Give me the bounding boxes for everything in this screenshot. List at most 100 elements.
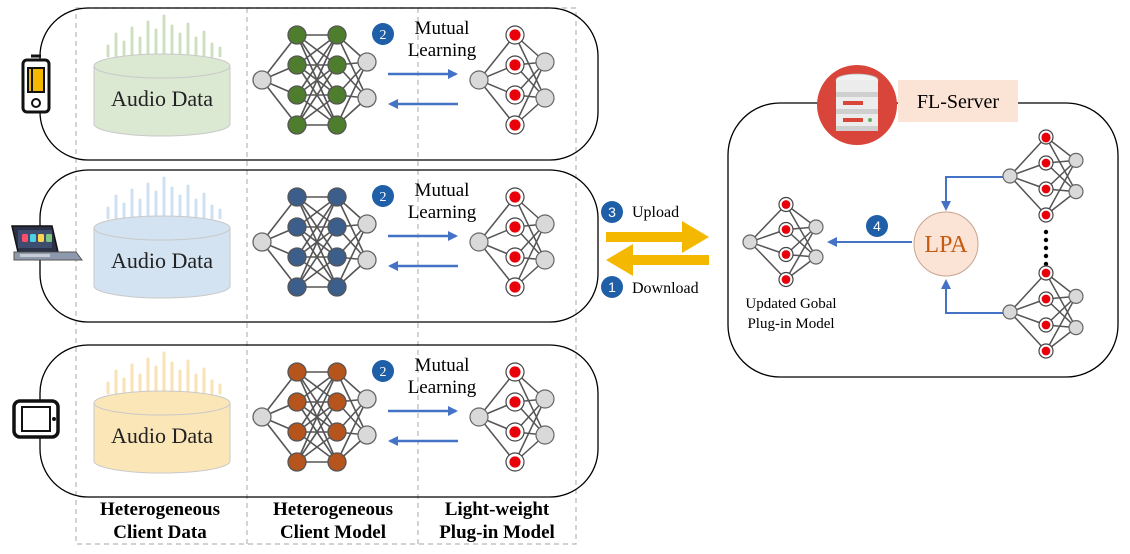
mutual-step-number: 2 — [380, 365, 387, 380]
hidden-node — [781, 250, 791, 259]
upload-step-circle — [601, 201, 623, 223]
hidden-node — [509, 396, 521, 408]
tablet-icon — [12, 399, 60, 439]
mutual-label-line1: Mutual — [415, 355, 470, 376]
hidden-node — [287, 187, 307, 207]
input-node — [252, 232, 272, 252]
client-model-header-line1: Heterogeneous — [273, 499, 393, 520]
hidden-node — [781, 200, 791, 209]
network-edge — [514, 34, 546, 99]
input-node — [469, 407, 489, 427]
plugin-model-network — [469, 187, 555, 297]
network-edge — [336, 196, 368, 261]
download-label: Download — [632, 280, 699, 297]
hidden-node — [1041, 268, 1051, 278]
server-models — [742, 129, 1084, 359]
cylinder-body — [93, 402, 231, 474]
audio-data-cylinder — [93, 53, 231, 137]
network-edge — [336, 34, 368, 99]
fl-server-panel: FL-Server LPA 4 — [727, 65, 1119, 378]
laptop-app-tile — [38, 234, 44, 242]
hidden-node — [1041, 158, 1051, 168]
hidden-node — [327, 362, 347, 382]
output-node — [808, 219, 824, 235]
hidden-node — [1041, 320, 1051, 330]
network-edge — [749, 241, 787, 281]
smartphone-icon — [21, 54, 51, 114]
hidden-node — [327, 115, 347, 135]
network-edge — [1045, 160, 1077, 216]
hidden-node — [781, 225, 791, 234]
download-arrow — [606, 244, 709, 276]
plugin-model-network — [742, 196, 824, 288]
output-node — [535, 88, 555, 108]
hidden-node — [287, 277, 307, 297]
network-edge — [1045, 136, 1077, 192]
hidden-node — [287, 217, 307, 237]
output-node — [1068, 184, 1084, 200]
network-edge — [1009, 272, 1047, 313]
plugin-model-network — [1002, 265, 1084, 359]
network-edge — [514, 371, 546, 436]
phone-screen — [27, 67, 45, 93]
mutual-step-circle — [372, 185, 394, 207]
lpa-label: LPA — [924, 232, 968, 258]
mutual-step-circle — [372, 360, 394, 382]
plugin-model-edges — [478, 34, 546, 126]
tablet-screen — [21, 406, 51, 432]
network-edge — [296, 371, 338, 463]
hidden-node — [509, 366, 521, 378]
audio-data-label: Audio Data — [111, 423, 213, 448]
input-node — [469, 232, 489, 252]
cylinder-top — [93, 53, 231, 79]
client-model-edges — [261, 196, 368, 288]
client-data-header-line2: Client Data — [113, 522, 207, 543]
network-edge — [514, 398, 546, 463]
hidden-node — [327, 217, 347, 237]
lower-to-lpa-connector — [941, 279, 1017, 314]
cylinder-body — [93, 227, 231, 299]
network-edge — [296, 226, 338, 288]
extra-node — [1041, 133, 1051, 143]
column-headers: Heterogeneous Client Data Heterogeneous … — [100, 499, 555, 543]
hidden-node — [509, 456, 521, 468]
hidden-node — [509, 281, 521, 293]
network-edge — [1009, 136, 1047, 177]
mutual-step-number: 2 — [380, 28, 387, 43]
hidden-node — [327, 277, 347, 297]
network-edge — [514, 223, 546, 288]
hidden-node — [287, 25, 307, 45]
hidden-node — [509, 426, 521, 438]
network-edge — [478, 196, 516, 243]
hidden-node — [509, 89, 521, 101]
hidden-node — [509, 59, 521, 71]
client-model-network — [252, 25, 377, 135]
updated-model-label-line1: Updated Gobal — [745, 296, 836, 312]
hidden-node — [327, 392, 347, 412]
client-model-network — [252, 187, 377, 297]
output-node — [1068, 152, 1084, 168]
lower-client-plugin — [1002, 265, 1084, 359]
updated-model-label-line2: Plug-in Model — [747, 316, 834, 332]
input-node — [1002, 168, 1018, 184]
client-model-edges — [261, 371, 368, 463]
network-edge — [296, 34, 338, 126]
server-label-bg — [898, 80, 1018, 122]
input-node — [252, 70, 272, 90]
laptop-app-tile — [22, 234, 28, 242]
network-edge — [1045, 272, 1077, 328]
mutual-label-line2: Learning — [408, 40, 477, 61]
network-edge — [296, 371, 338, 433]
client-model-network — [252, 362, 377, 472]
hidden-node — [287, 422, 307, 442]
audio-data-label: Audio Data — [111, 248, 213, 273]
mutual-step-number: 2 — [380, 190, 387, 205]
output-node — [808, 249, 824, 265]
plugin-model-network — [1002, 129, 1084, 223]
network-edge — [478, 416, 516, 463]
hidden-node — [509, 251, 521, 263]
hidden-node — [327, 25, 347, 45]
